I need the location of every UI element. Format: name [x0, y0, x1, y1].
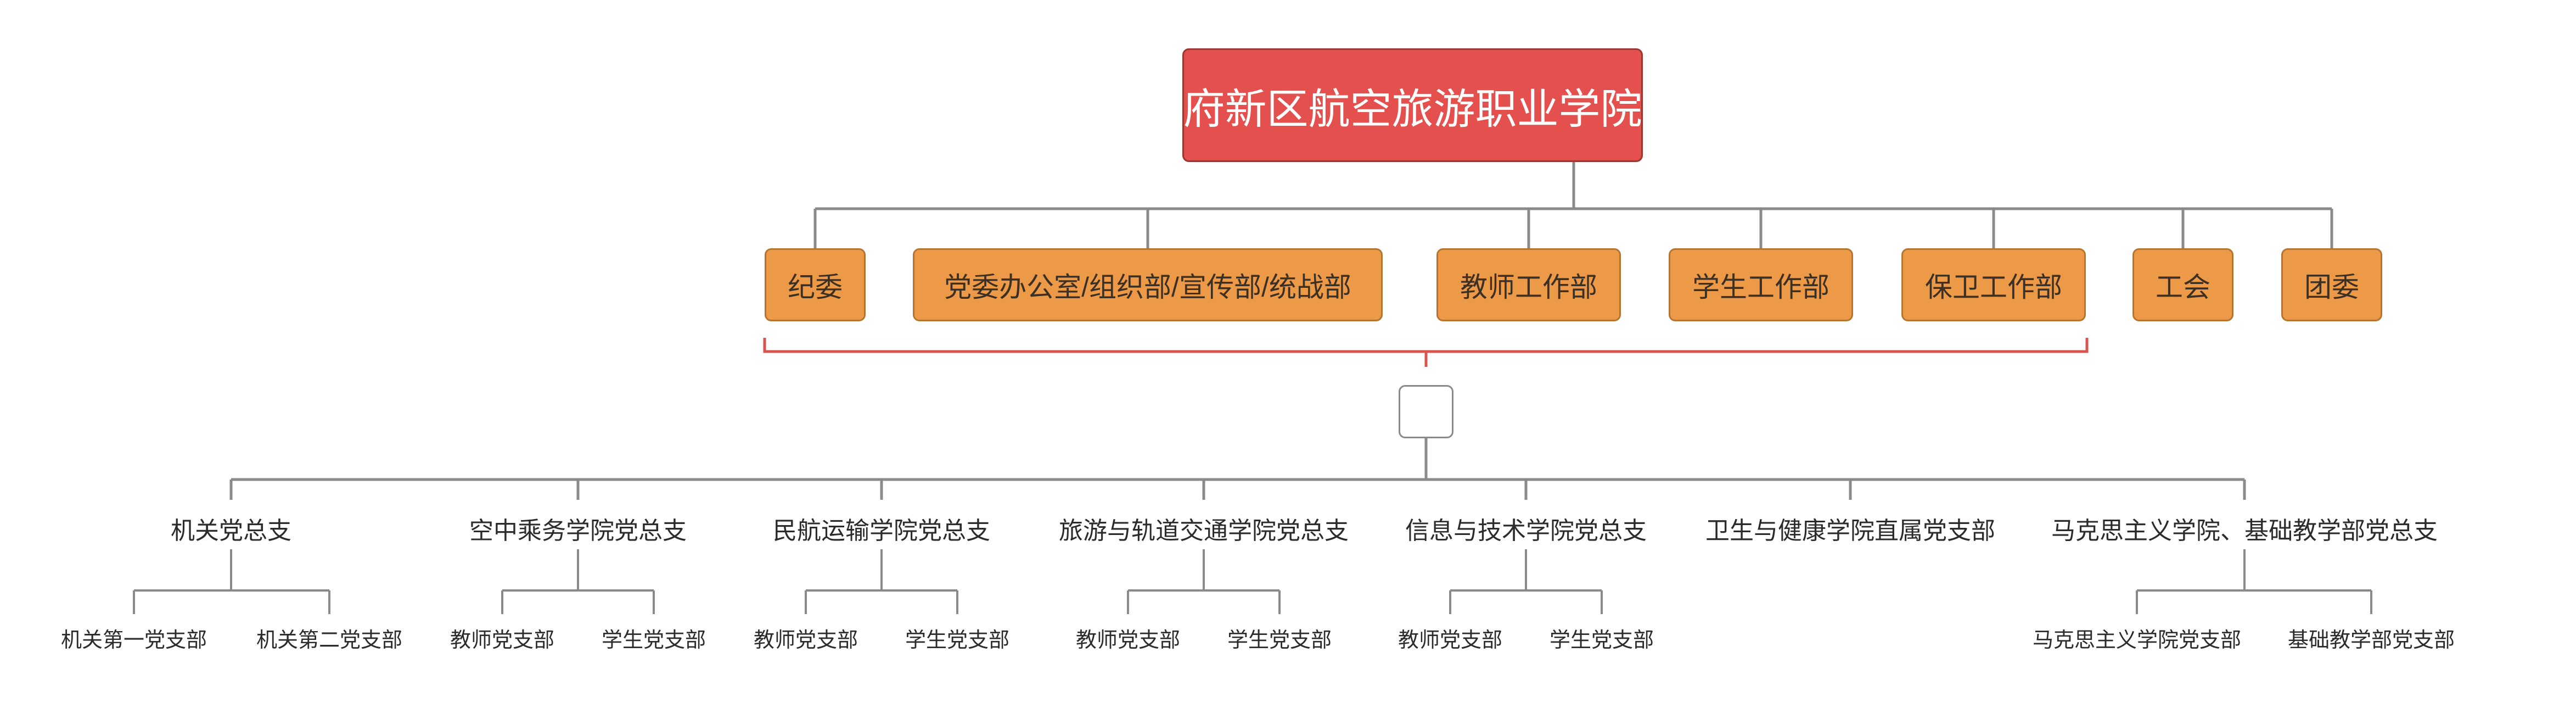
- department-node: 学生工作部: [1669, 248, 1853, 321]
- sub-connector: [501, 549, 655, 614]
- branch-label: 信息与技术学院党总支: [1405, 517, 1647, 544]
- sub-branch-label: 基础教学部党支部: [2287, 629, 2455, 652]
- department-label: 保卫工作部: [1925, 271, 2062, 303]
- hub-node: [1399, 385, 1453, 438]
- sub-branch-label: 教师党支部: [1075, 629, 1181, 652]
- department-label: 党委办公室/组织部/宣传部/统战部: [944, 271, 1351, 303]
- department-node: 保卫工作部: [1901, 248, 2086, 321]
- department-label: 工会: [2156, 271, 2210, 303]
- sub-branch-label: 学生党支部: [905, 629, 1010, 652]
- root-node: 中共天府新区航空旅游职业学院委员会: [1058, 48, 1767, 162]
- sub-branch-label: 学生党支部: [601, 629, 706, 652]
- sub-connector: [805, 549, 958, 614]
- branch-label: 旅游与轨道交通学院党总支: [1059, 517, 1349, 544]
- department-node: 工会: [2132, 248, 2233, 321]
- sub-connector: [1449, 549, 1603, 614]
- sub-connector: [133, 549, 330, 614]
- department-node: 纪委: [765, 248, 866, 321]
- sub-connector: [1127, 549, 1281, 614]
- department-node: 团委: [2281, 248, 2382, 321]
- department-node: 教师工作部: [1436, 248, 1621, 321]
- sub-branch-label: 教师党支部: [753, 629, 858, 652]
- sub-branch-label: 机关第一党支部: [60, 629, 207, 652]
- sub-branch-label: 教师党支部: [450, 629, 555, 652]
- sub-branch-label: 学生党支部: [1549, 629, 1654, 652]
- sub-connector: [2136, 549, 2372, 614]
- branch-label: 空中乘务学院党总支: [469, 517, 687, 544]
- branch-label: 机关党总支: [171, 517, 291, 544]
- sub-branch-label: 教师党支部: [1398, 629, 1503, 652]
- branch-label: 民航运输学院党总支: [773, 517, 990, 544]
- sub-branch-label: 机关第二党支部: [256, 629, 403, 652]
- department-node: 党委办公室/组织部/宣传部/统战部: [913, 248, 1383, 321]
- sub-branch-label: 马克思主义学院党支部: [2032, 629, 2242, 652]
- root-label: 中共天府新区航空旅游职业学院委员会: [1058, 86, 1767, 133]
- department-label: 团委: [2304, 271, 2359, 303]
- branch-label: 马克思主义学院、基础教学部党总支: [2051, 517, 2438, 544]
- department-label: 学生工作部: [1692, 271, 1829, 303]
- department-bracket: [763, 338, 2089, 367]
- department-label: 纪委: [788, 271, 843, 303]
- branch-label: 卫生与健康学院直属党支部: [1705, 517, 1995, 544]
- sub-branch-label: 学生党支部: [1227, 629, 1332, 652]
- department-label: 教师工作部: [1460, 271, 1597, 303]
